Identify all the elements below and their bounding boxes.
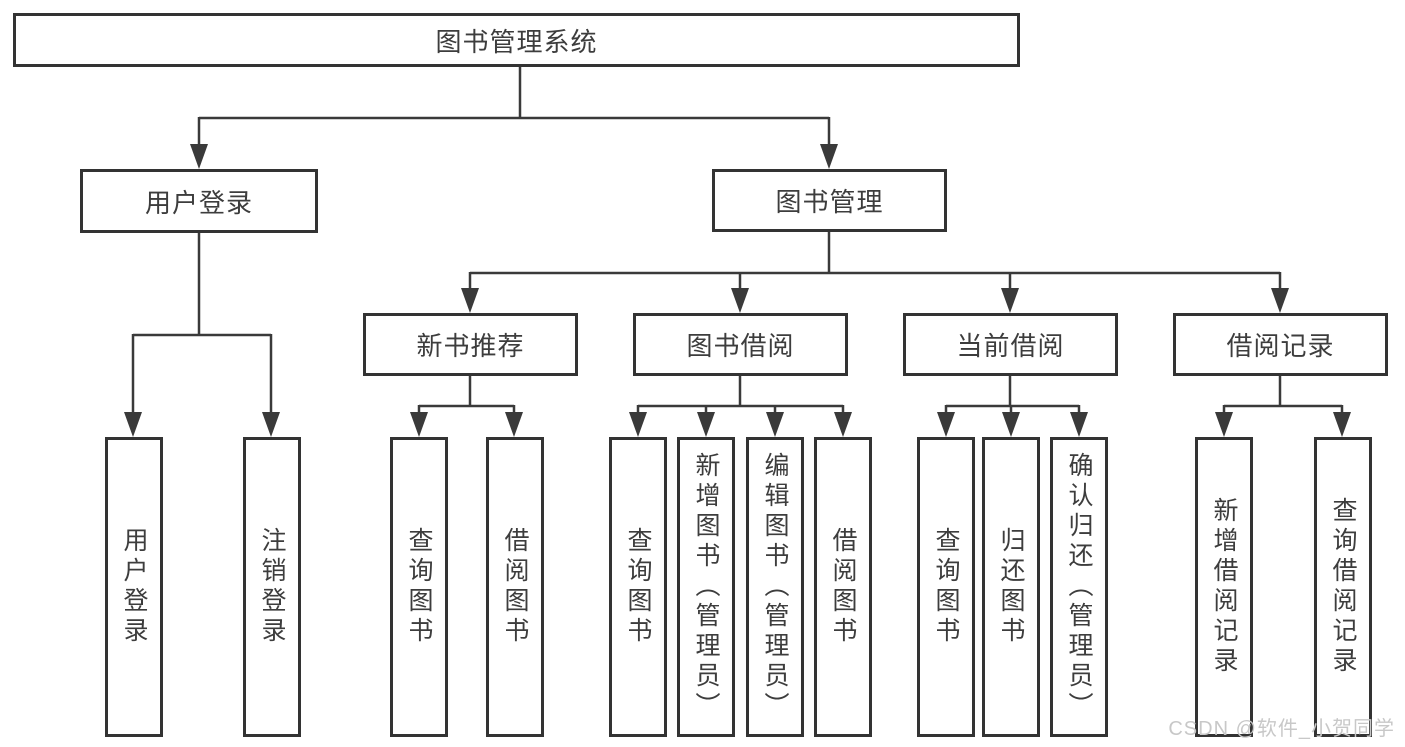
node-label: 用户登录 (144, 187, 253, 218)
leaf-label: 查询图书 (624, 527, 652, 647)
leaf-label: 归还图书 (997, 527, 1025, 647)
leaf-label: 查询图书 (932, 527, 960, 647)
node-book-management: 图书管理 (712, 169, 947, 232)
watermark: CSDN @软件_小贺同学 (1168, 718, 1395, 740)
node-borrowing-records: 借阅记录 (1173, 313, 1388, 376)
leaf-borrow-books-recommend: 借阅图书 (486, 437, 544, 737)
leaf-logout: 注销登录 (243, 437, 301, 737)
leaf-add-book-admin: 新增图书（管理员） (677, 437, 735, 737)
leaf-query-books-borrowing: 查询图书 (609, 437, 667, 737)
leaf-user-login: 用户登录 (105, 437, 163, 737)
node-label: 图书借阅 (686, 331, 795, 361)
node-user-login: 用户登录 (80, 169, 318, 233)
leaf-label: 借阅图书 (501, 527, 529, 647)
leaf-label: 查询借阅记录 (1329, 497, 1357, 677)
leaf-label: 借阅图书 (829, 527, 857, 647)
leaf-label: 新增借阅记录 (1210, 497, 1238, 677)
node-label: 图书管理 (775, 187, 884, 217)
leaf-query-books-recommend: 查询图书 (390, 437, 448, 737)
leaf-label: 查询图书 (405, 527, 433, 647)
arrowheads (124, 144, 1351, 437)
leaf-query-books-current: 查询图书 (917, 437, 975, 737)
leaf-borrow-books: 借阅图书 (814, 437, 872, 737)
node-label: 借阅记录 (1226, 331, 1335, 361)
leaf-label: 编辑图书（管理员） (761, 452, 789, 722)
node-book-borrowing: 图书借阅 (633, 313, 848, 376)
leaf-label: 确认归还（管理员） (1065, 452, 1093, 722)
leaf-add-borrow-record: 新增借阅记录 (1195, 437, 1253, 737)
node-new-book-recommend: 新书推荐 (363, 313, 578, 376)
leaf-label: 新增图书（管理员） (692, 452, 720, 722)
node-label: 图书管理系统 (435, 26, 598, 57)
node-label: 新书推荐 (416, 331, 525, 361)
leaf-label: 用户登录 (120, 527, 148, 647)
node-label: 当前借阅 (956, 331, 1065, 361)
node-library-system: 图书管理系统 (13, 13, 1020, 67)
node-current-borrowing: 当前借阅 (903, 313, 1118, 376)
leaf-edit-book-admin: 编辑图书（管理员） (746, 437, 804, 737)
leaf-confirm-return-admin: 确认归还（管理员） (1050, 437, 1108, 737)
leaf-query-borrow-record: 查询借阅记录 (1314, 437, 1372, 737)
leaf-return-books: 归还图书 (982, 437, 1040, 737)
leaf-label: 注销登录 (258, 527, 286, 647)
